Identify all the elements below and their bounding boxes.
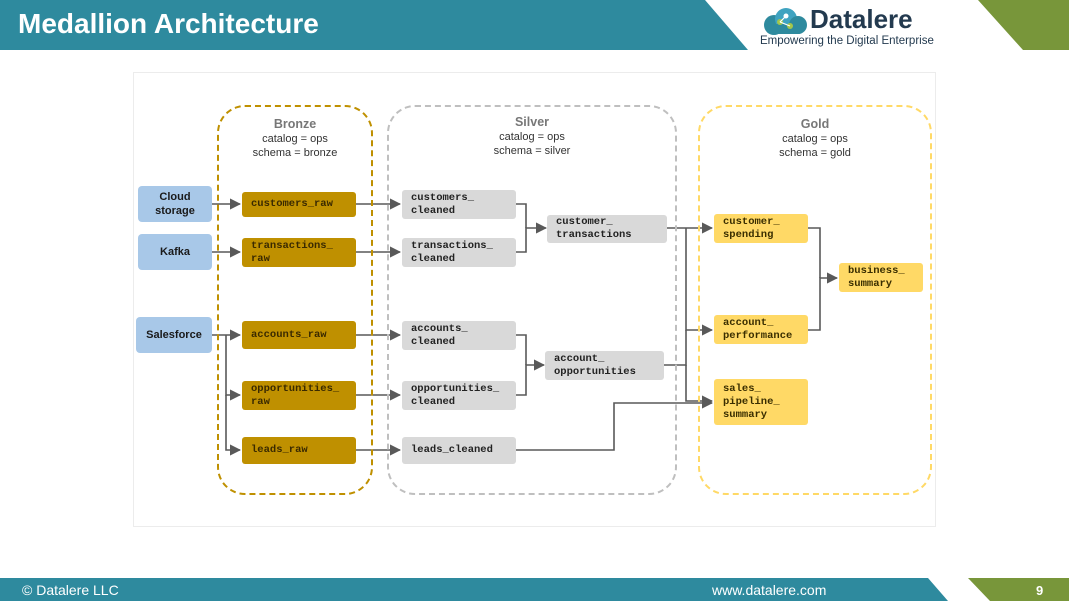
zone-gold-title: Gold — [800, 117, 830, 131]
footer-copyright: © Datalere LLC — [22, 582, 119, 598]
node-accounts-cleaned: accounts_ cleaned — [402, 321, 516, 350]
header-teal-band — [0, 0, 748, 50]
cloud-icon — [764, 8, 807, 35]
node-customer-transactions: customer_ transactions — [547, 215, 667, 243]
footer-teal-band — [0, 578, 948, 601]
node-leads-cleaned: leads_cleaned — [402, 437, 516, 464]
zone-gold-subtitle: catalog = ops schema = gold — [779, 133, 851, 159]
zone-silver-subtitle: catalog = ops schema = silver — [493, 131, 571, 157]
footer-url[interactable]: www.datalere.com — [712, 582, 827, 598]
edge-opportunities-cleaned-to-account-opportunities — [516, 359, 546, 396]
node-account-performance: account_ performance — [714, 315, 808, 344]
medallion-diagram: Bronze catalog = ops schema = bronze Sil… — [133, 72, 936, 527]
edge-salesforce-to-leads-raw — [225, 395, 242, 456]
logo-tagline: Empowering the Digital Enterprise — [760, 35, 934, 47]
zone-bronze — [217, 105, 373, 495]
footer-green-accent — [968, 578, 1069, 601]
source-kafka: Kafka — [138, 234, 212, 270]
zone-silver — [387, 105, 677, 495]
node-customers-cleaned: customers_ cleaned — [402, 190, 516, 219]
edge-leads-cleaned-to-sales-pipeline — [516, 397, 714, 451]
footer-bar — [0, 578, 1069, 601]
logo-name: Datalere — [810, 4, 913, 34]
zone-bronze-subtitle: catalog = ops schema = bronze — [252, 133, 338, 159]
edge-customer-spending-to-business-summary — [808, 227, 821, 278]
node-leads-raw: leads_raw — [242, 437, 356, 464]
node-sales-pipeline-summary: sales_ pipeline_ summary — [714, 379, 808, 425]
datalere-logo-icon — [764, 8, 807, 35]
node-accounts-raw: accounts_raw — [242, 321, 356, 349]
node-transactions-cleaned: transactions_ cleaned — [402, 238, 516, 267]
node-opportunities-raw: opportunities_ raw — [242, 381, 356, 410]
edge-customers-cleaned-to-customer-transactions — [516, 203, 527, 228]
source-salesforce: Salesforce — [136, 317, 212, 353]
page-title: Medallion Architecture — [18, 8, 319, 39]
zone-bronze-title: Bronze — [273, 117, 317, 131]
page-number: 9 — [1036, 583, 1044, 598]
connector-layer — [212, 198, 839, 456]
node-transactions-raw: transactions_ raw — [242, 238, 356, 267]
node-customer-spending: customer_ spending — [714, 214, 808, 243]
header-bar — [0, 0, 1069, 50]
header-green-accent — [978, 0, 1069, 50]
source-cloud-storage: Cloud storage — [138, 186, 212, 222]
zone-gold — [698, 105, 932, 495]
edge-account-performance-to-business-summary — [808, 272, 839, 331]
node-business-summary: business_ summary — [839, 263, 923, 292]
edge-transactions-cleaned-to-customer-transactions — [516, 222, 548, 253]
edge-accounts-cleaned-to-account-opportunities — [516, 334, 527, 365]
node-account-opportunities: account_ opportunities — [545, 351, 664, 380]
node-opportunities-cleaned: opportunities_ cleaned — [402, 381, 516, 410]
node-customers-raw: customers_raw — [242, 192, 356, 217]
zone-silver-title: Silver — [514, 115, 550, 129]
